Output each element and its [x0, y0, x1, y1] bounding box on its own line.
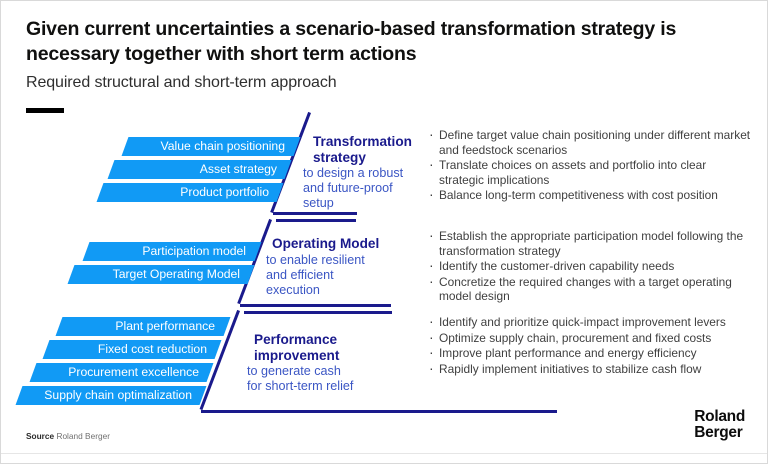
list-item: Improve plant performance and energy eff…	[429, 345, 751, 361]
page-title: Given current uncertainties a scenario-b…	[26, 18, 677, 65]
bar-label-value-chain-positioning: Value chain positioning	[160, 139, 285, 153]
bullet-list-performance-improvement: Identify and prioritize quick-impact imp…	[429, 314, 751, 377]
bar-label-participation-model: Participation model	[142, 244, 246, 258]
section-subheading-transformation-strategy: to design a robust and future-proof setu…	[303, 166, 404, 210]
footer-divider	[1, 453, 767, 454]
list-item: Rapidly implement initiatives to stabili…	[429, 361, 751, 377]
section-subheading-performance-improvement: to generate cash for short-term relief	[247, 364, 354, 393]
list-item: Balance long-term competitiveness with c…	[429, 187, 751, 203]
bar-label-supply-chain-optimalization: Supply chain optimalization	[44, 388, 192, 402]
list-item: Identify and prioritize quick-impact imp…	[429, 314, 751, 330]
section-heading-performance-improvement: Performance improvement	[254, 332, 340, 363]
source-value: Roland Berger	[56, 431, 110, 441]
list-item: Translate choices on assets and portfoli…	[429, 157, 751, 187]
navy-cap-2	[276, 219, 356, 222]
source-note: Source Roland Berger	[26, 431, 110, 441]
roland-berger-logo: Roland Berger	[694, 408, 745, 441]
bar-label-plant-performance: Plant performance	[115, 319, 215, 333]
title-accent-rule	[26, 108, 64, 113]
list-item: Identify the customer-driven capability …	[429, 258, 751, 274]
page-subtitle: Required structural and short-term appro…	[26, 74, 337, 91]
bar-label-asset-strategy: Asset strategy	[199, 162, 277, 176]
bar-label-fixed-cost-reduction: Fixed cost reduction	[97, 342, 207, 356]
navy-baseline-1	[273, 212, 357, 215]
bar-label-product-portfolio: Product portfolio	[180, 185, 269, 199]
section-heading-transformation-strategy: Transformation strategy	[313, 134, 412, 165]
navy-baseline-2	[240, 304, 391, 307]
navy-baseline-3	[201, 410, 557, 413]
bullet-list-operating-model: Establish the appropriate participation …	[429, 228, 751, 305]
source-label: Source	[26, 431, 55, 441]
bar-label-procurement-excellence: Procurement excellence	[68, 365, 199, 379]
navy-cap-3	[244, 311, 392, 314]
bullet-list-transformation-strategy: Define target value chain positioning un…	[429, 127, 751, 204]
list-item: Establish the appropriate participation …	[429, 228, 751, 258]
section-subheading-operating-model: to enable resilient and efficient execut…	[266, 253, 365, 297]
list-item: Concretize the required changes with a t…	[429, 274, 751, 304]
list-item: Define target value chain positioning un…	[429, 127, 751, 157]
bar-label-target-operating-model: Target Operating Model	[112, 267, 240, 281]
list-item: Optimize supply chain, procurement and f…	[429, 330, 751, 346]
section-heading-operating-model: Operating Model	[272, 236, 380, 251]
